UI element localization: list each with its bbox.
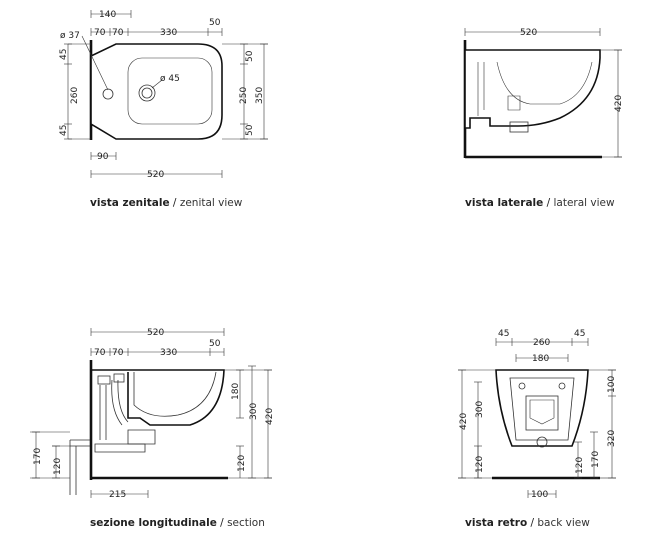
dim-right-250: 250 [239, 87, 249, 104]
dim-back-100-bottom: 100 [531, 490, 548, 500]
dim-hole-45: ø 45 [160, 74, 180, 84]
caption-top-it: vista zenitale [90, 197, 170, 209]
dim-section-300: 300 [249, 403, 259, 420]
dim-top-70b: 70 [112, 28, 124, 38]
dim-back-180: 180 [532, 354, 549, 364]
dim-back-420: 420 [459, 413, 469, 430]
dim-top-50: 50 [209, 18, 221, 28]
caption-section-it: sezione longitudinale [90, 517, 217, 529]
dim-section-215: 215 [109, 490, 126, 500]
dim-section-170: 170 [33, 448, 43, 465]
side-view: 520 420 [463, 28, 624, 159]
bracket [525, 395, 559, 431]
dim-back-120-left: 120 [475, 456, 485, 473]
dim-right-50b: 50 [245, 124, 255, 136]
dim-left-45a: 45 [59, 49, 69, 60]
dim-left-260: 260 [70, 87, 80, 104]
top-view: 140 70 70 330 50 ø 37 ø 45 45 260 45 [59, 10, 268, 180]
caption-section-view: sezione longitudinale / section [90, 517, 265, 529]
dim-back-300: 300 [475, 401, 485, 418]
caption-side-view: vista laterale / lateral view [465, 197, 615, 209]
caption-back-view: vista retro / back view [465, 517, 590, 529]
dim-top-70a: 70 [94, 28, 106, 38]
waste-pipe [69, 439, 90, 478]
caption-section-en: section [227, 517, 265, 529]
caption-top-en: zenital view [179, 197, 243, 209]
bidet-back-outline [495, 369, 589, 447]
trap [127, 429, 156, 445]
bidet-section-outline [91, 369, 225, 426]
back-view: 45 260 45 180 100 320 120 170 420 [458, 329, 617, 500]
dim-section-520: 520 [147, 328, 164, 338]
outlet-hole [536, 436, 548, 448]
dim-section-120-left: 120 [53, 458, 63, 475]
bidet-top-outline [90, 43, 223, 140]
caption-back-en: back view [537, 517, 590, 529]
dim-section-330: 330 [160, 348, 177, 358]
dim-back-45a: 45 [498, 329, 509, 339]
dim-section-50: 50 [209, 339, 221, 349]
caption-side-en: lateral view [553, 197, 615, 209]
caption-back-it: vista retro [465, 517, 528, 529]
basin-outline [127, 57, 213, 125]
dim-top-330: 330 [160, 28, 177, 38]
dim-side-420: 420 [614, 95, 624, 112]
section-view: 520 70 70 330 50 180 300 120 420 [30, 328, 275, 500]
dim-left-45b: 45 [59, 125, 69, 136]
dim-bottom-90: 90 [97, 152, 109, 162]
dim-back-170: 170 [591, 451, 601, 468]
bidet-side-outline [464, 49, 601, 129]
dim-right-50a: 50 [245, 50, 255, 62]
dim-back-260: 260 [533, 338, 550, 348]
dim-back-320: 320 [607, 430, 617, 447]
dim-section-180: 180 [231, 383, 241, 400]
fixing-hole [102, 88, 114, 100]
dim-bottom-520: 520 [147, 170, 164, 180]
outlet-pipe [509, 121, 529, 133]
dim-section-70a: 70 [94, 348, 106, 358]
dim-section-70b: 70 [112, 348, 124, 358]
dim-top-140: 140 [99, 10, 116, 20]
dim-section-120-right: 120 [237, 455, 247, 472]
caption-top-view: vista zenitale / zenital view [90, 197, 243, 209]
dim-back-120-right: 120 [575, 457, 585, 474]
dim-section-420: 420 [265, 408, 275, 425]
dim-right-350: 350 [255, 87, 265, 104]
caption-side-it: vista laterale [465, 197, 544, 209]
tap-hole [138, 84, 156, 102]
dim-side-520: 520 [520, 28, 537, 38]
dim-hole-37: ø 37 [60, 31, 80, 41]
dim-back-45b: 45 [574, 329, 585, 339]
dim-back-100-right: 100 [607, 376, 617, 393]
